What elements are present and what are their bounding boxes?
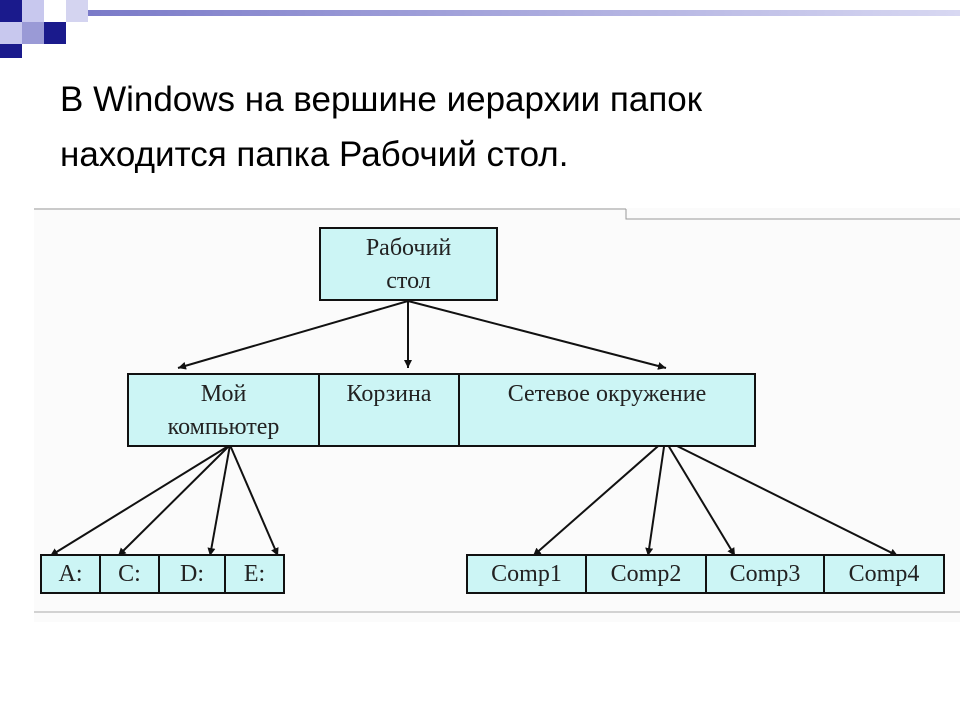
node-drive-c: C:: [99, 554, 160, 594]
slide-title: В Windows на вершине иерархии папок нахо…: [60, 72, 920, 182]
node-comp2-label: Comp2: [610, 561, 682, 587]
node-my-computer-line-2: компьютер: [167, 414, 280, 440]
node-desktop-line-1: Рабочий: [365, 235, 452, 261]
node-comp1: Comp1: [466, 554, 587, 594]
node-drive-c-label: C:: [118, 561, 141, 587]
node-comp4-label: Comp4: [848, 561, 920, 587]
arrow-root-to-network: [407, 300, 667, 370]
node-drive-e-label: E:: [243, 561, 266, 587]
node-drive-a-label: A:: [58, 561, 83, 587]
node-comp3: Comp3: [705, 554, 825, 594]
node-network-label: Сетевое окружение: [507, 381, 707, 407]
arrow-to-drive-a: [49, 444, 231, 557]
node-desktop-line-2: стол: [386, 268, 431, 294]
node-my-computer: Мой компьютер: [127, 373, 320, 447]
node-drive-d: D:: [158, 554, 226, 594]
node-comp4: Comp4: [823, 554, 945, 594]
node-drive-d-label: D:: [180, 561, 204, 587]
node-recycle-bin-label: Корзина: [346, 381, 432, 407]
arrow-to-drive-e: [229, 444, 279, 557]
arrow-to-comp4: [664, 439, 899, 557]
node-recycle-bin: Корзина: [318, 373, 460, 447]
node-comp2: Comp2: [585, 554, 707, 594]
node-my-computer-line-1: Мой: [200, 381, 247, 407]
title-line-1: В Windows на вершине иерархии папок: [60, 80, 703, 119]
node-network-neighborhood: Сетевое окружение: [458, 373, 756, 447]
node-desktop: Рабочий стол: [319, 227, 498, 301]
node-drive-e: E:: [224, 554, 285, 594]
node-comp3-label: Comp3: [729, 561, 801, 587]
slide-corner-decoration: [0, 0, 960, 60]
title-line-2: находится папка Рабочий стол.: [60, 135, 569, 174]
arrow-to-drive-d: [207, 444, 231, 557]
arrow-to-drive-c: [117, 444, 231, 557]
arrow-root-to-my-computer: [177, 300, 409, 370]
panel-top-border-step: [625, 209, 960, 220]
node-drive-a: A:: [40, 554, 101, 594]
arrow-to-comp1: [532, 439, 666, 557]
arrow-to-comp2: [645, 439, 666, 557]
arrow-to-comp3: [664, 439, 736, 557]
node-comp1-label: Comp1: [491, 561, 562, 587]
